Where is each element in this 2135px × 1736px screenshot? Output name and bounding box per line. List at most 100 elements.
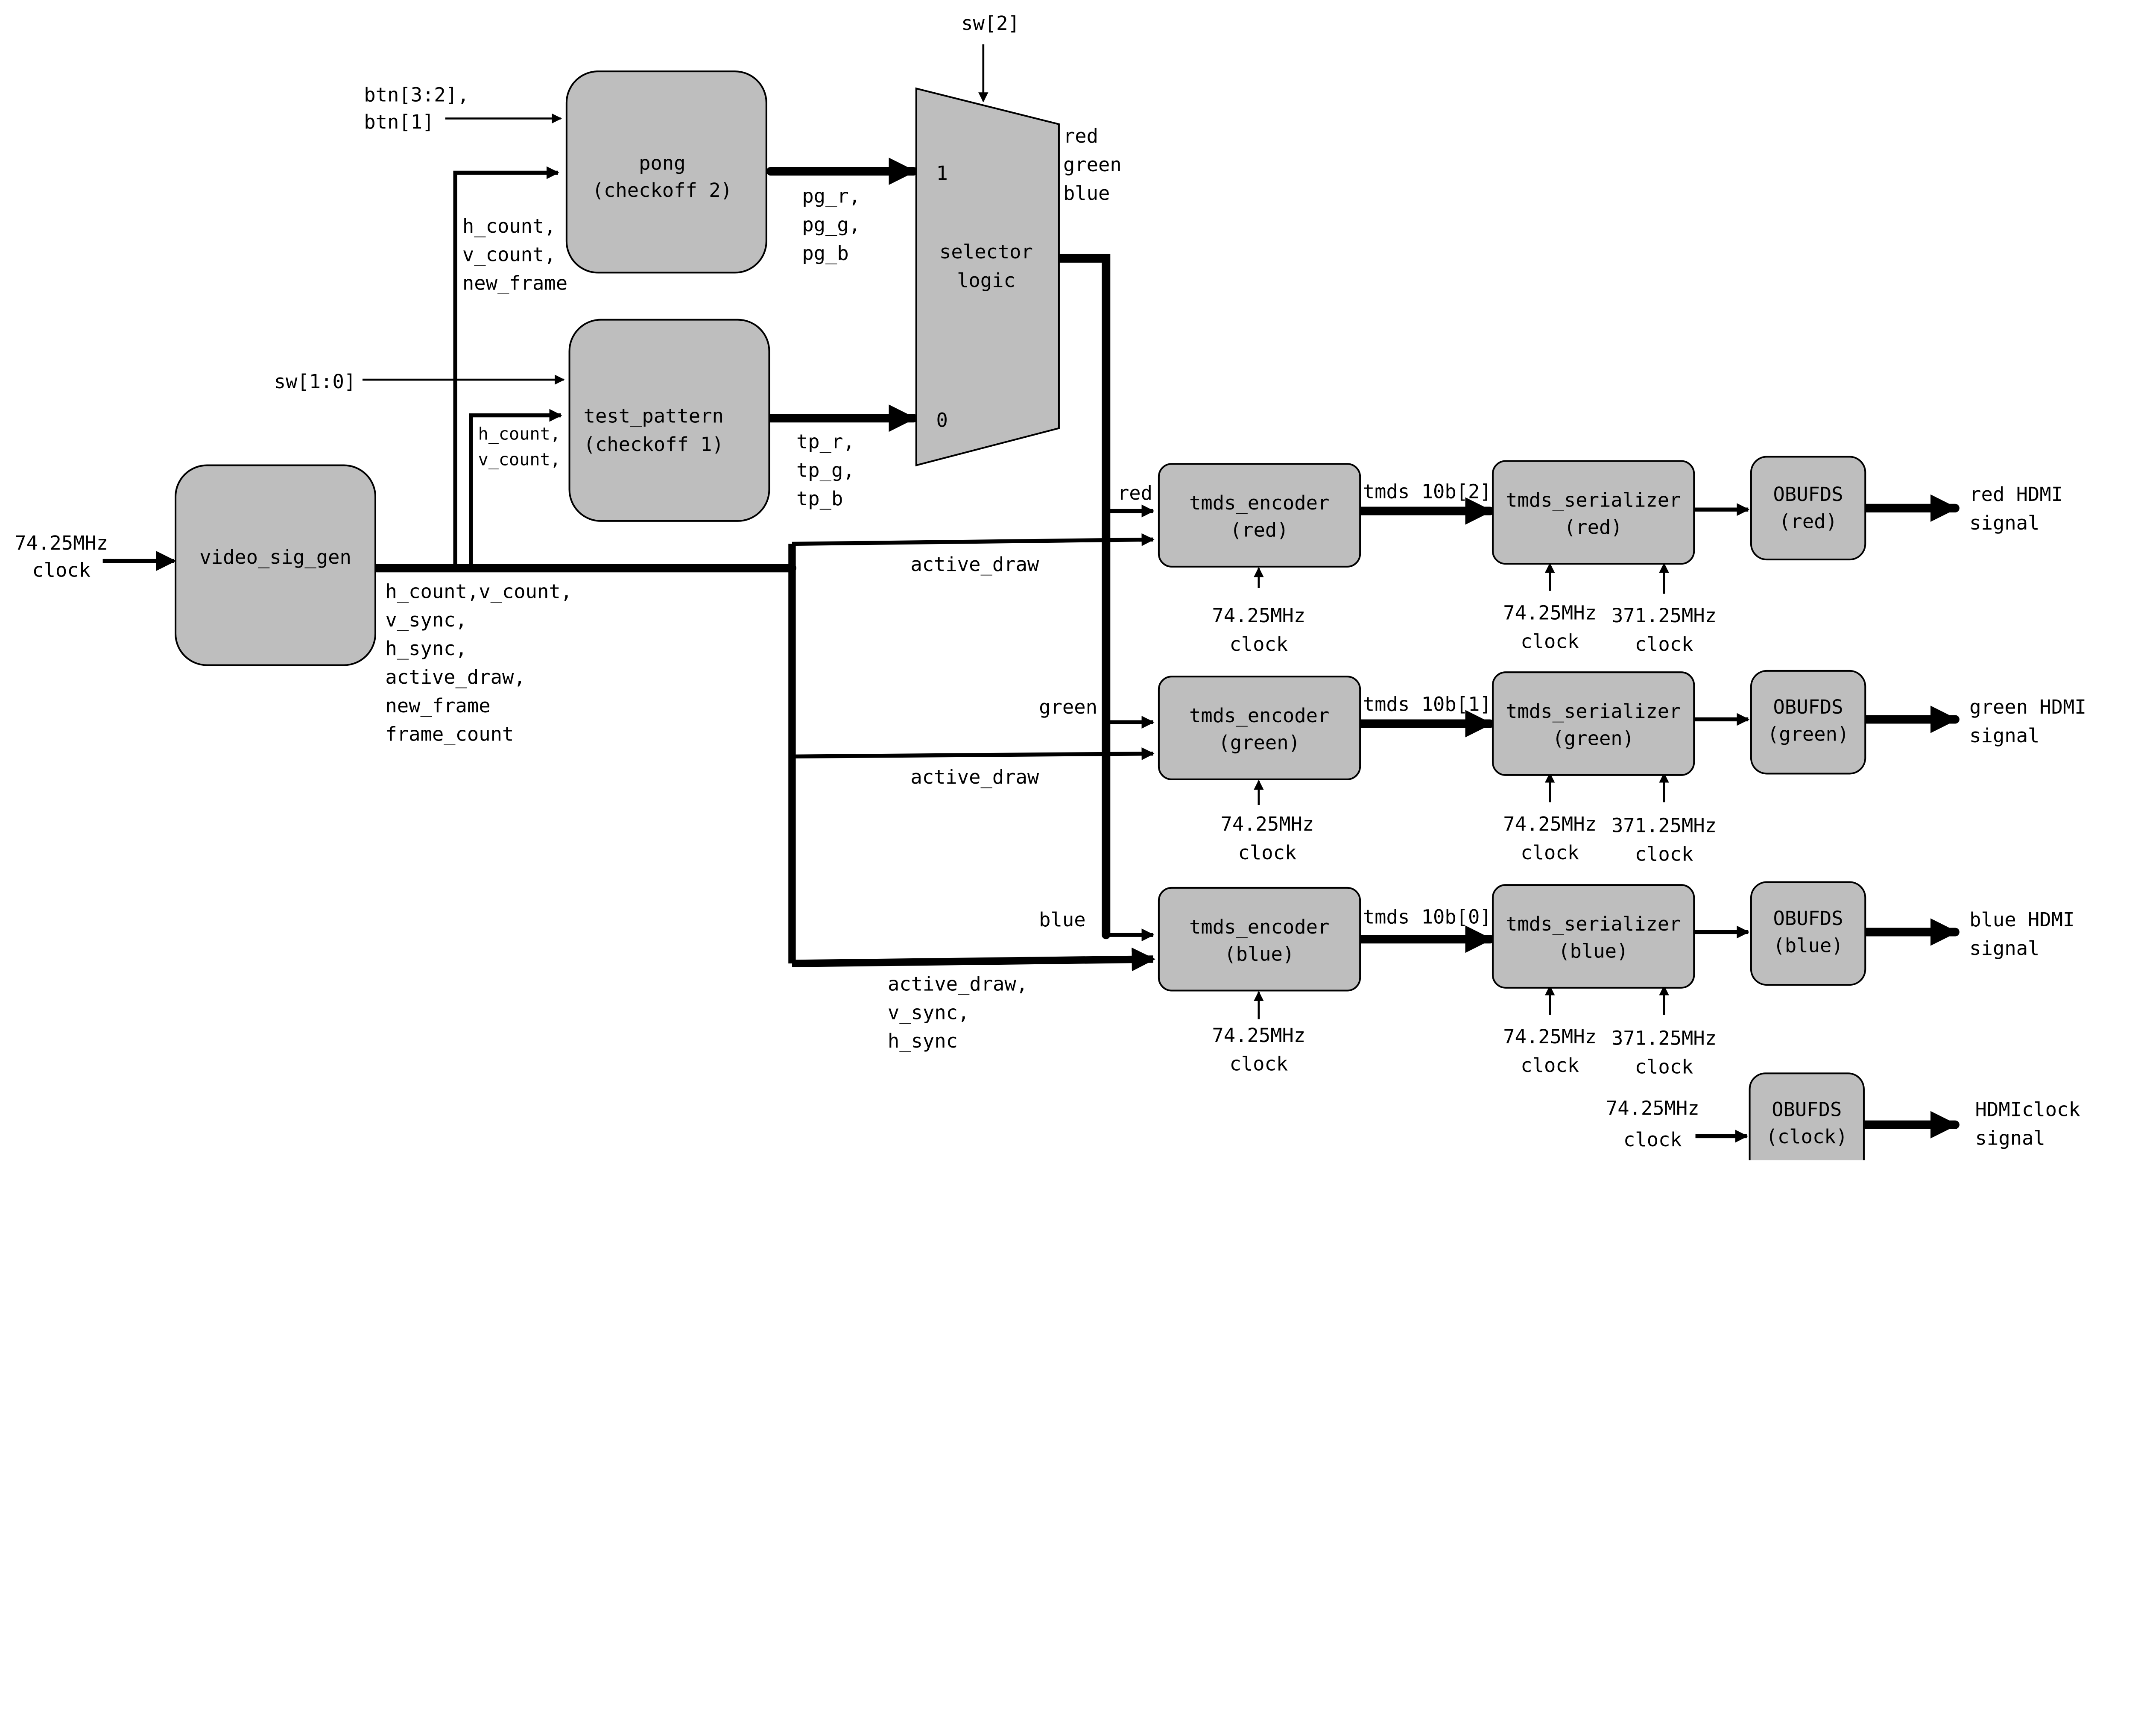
- label-sel-2: logic: [957, 269, 1015, 292]
- sig-sel-out-2: green: [1063, 153, 1122, 176]
- block-ser-green: [1492, 671, 1695, 776]
- sig-pong-in-2: v_count,: [462, 243, 556, 266]
- block-test-pattern: [568, 319, 770, 522]
- block-obuf-clock: [1749, 1072, 1865, 1161]
- sig-vsg-out-2: v_sync,: [385, 609, 467, 631]
- label-obuf-red-2: (red): [1779, 510, 1837, 533]
- sig-tmds0: tmds 10b[0]: [1363, 905, 1492, 928]
- sig-vsg-out-5: new_frame: [385, 694, 490, 717]
- block-enc-blue: [1158, 887, 1361, 992]
- sig-ad-blue-2: v_sync,: [888, 1001, 970, 1024]
- sig-hdmi-green-1: green HDMI: [1969, 696, 2086, 718]
- block-obuf-red: [1750, 456, 1866, 561]
- sig-tp-in-1: h_count,: [478, 424, 561, 444]
- sig-hdmi-red-1: red HDMI: [1969, 483, 2063, 506]
- label-enc-green-2: (green): [1218, 732, 1300, 754]
- label-enc-blue-2: (blue): [1224, 943, 1294, 965]
- sig-vsg-out-4: active_draw,: [385, 666, 525, 688]
- label-sel-in0: 0: [936, 409, 948, 431]
- sig-tp-in-2: v_count,: [478, 450, 561, 470]
- sig-tp-out-3: tp_b: [796, 487, 843, 510]
- sig-pong-in-3: new_frame: [462, 272, 567, 294]
- sig-tp-out-2: tp_g,: [796, 459, 855, 481]
- sig-clk-obuf-2: clock: [1623, 1128, 1682, 1151]
- sig-pg-out-1: pg_r,: [802, 185, 860, 208]
- wire-to-tp: [469, 409, 562, 567]
- sig-clk-enc-green-1: 74.25MHz: [1220, 813, 1314, 835]
- sig-ad-red: active_draw: [910, 553, 1039, 576]
- sig-clk-enc-green-2: clock: [1238, 841, 1297, 864]
- sig-btn-2: btn[1]: [364, 111, 434, 133]
- sig-tmds2: tmds 10b[2]: [1363, 480, 1492, 503]
- label-ser-green-1: tmds_serializer: [1506, 700, 1681, 723]
- label-pong-1: pong: [639, 152, 685, 175]
- sig-ad-blue-1: active_draw,: [888, 973, 1028, 995]
- label-obuf-blue-2: (blue): [1773, 934, 1843, 957]
- sig-clk74-ser-red-2: clock: [1521, 630, 1579, 653]
- sig-clk371-ser-red-2: clock: [1635, 633, 1693, 656]
- block-obuf-blue: [1750, 881, 1866, 986]
- block-enc-green: [1158, 676, 1361, 780]
- sig-clk371-ser-red-1: 371.25MHz: [1611, 604, 1717, 627]
- sig-tmds1: tmds 10b[1]: [1363, 693, 1492, 715]
- label-obuf-clock-1: OBUFDS: [1772, 1098, 1842, 1121]
- block-pong: [565, 70, 767, 274]
- sig-red-in: red: [1117, 482, 1152, 504]
- sig-blue-in: blue: [1039, 908, 1085, 931]
- sig-hdmi-blue-1: blue HDMI: [1969, 908, 2074, 931]
- label-sel-in1: 1: [936, 162, 948, 184]
- label-ser-blue-1: tmds_serializer: [1506, 913, 1681, 935]
- label-ser-red-1: tmds_serializer: [1506, 489, 1681, 511]
- block-diagram: video_sig_gen pong (checkoff 2) test_pat…: [15, 12, 2086, 1161]
- label-enc-green-1: tmds_encoder: [1189, 704, 1329, 727]
- label-ser-green-2: (green): [1553, 727, 1635, 750]
- block-ser-blue: [1492, 884, 1695, 989]
- sig-pg-out-3: pg_b: [802, 242, 848, 264]
- label-enc-blue-1: tmds_encoder: [1189, 916, 1329, 938]
- sig-clk-in-2: clock: [32, 559, 91, 581]
- wire-ad-blue: [792, 947, 1156, 972]
- sig-pg-out-2: pg_g,: [802, 213, 860, 236]
- sig-clk-enc-red-2: clock: [1229, 633, 1288, 656]
- sig-sw10: sw[1:0]: [274, 370, 356, 393]
- sig-pong-in-1: h_count,: [462, 215, 556, 237]
- sig-vsg-out-1: h_count,v_count,: [385, 580, 572, 603]
- sig-clk-obuf-1: 74.25MHz: [1606, 1097, 1699, 1119]
- sig-hdmi-green-2: signal: [1969, 724, 2039, 747]
- bus-sel-out: [1052, 254, 1111, 940]
- sig-green-in: green: [1039, 696, 1097, 718]
- label-enc-red-2: (red): [1230, 519, 1289, 542]
- sig-clk-enc-blue-1: 74.25MHz: [1212, 1024, 1305, 1047]
- sig-sw2: sw[2]: [961, 12, 1020, 35]
- sig-clk74-ser-green-1: 74.25MHz: [1503, 813, 1597, 835]
- sig-clk371-ser-blue-2: clock: [1635, 1055, 1693, 1078]
- label-obuf-clock-2: (clock): [1766, 1125, 1848, 1148]
- sig-clk74-ser-red-1: 74.25MHz: [1503, 602, 1597, 624]
- sig-ad-blue-3: h_sync: [888, 1030, 958, 1052]
- sig-ad-green: active_draw: [910, 766, 1039, 788]
- sig-clk371-ser-blue-1: 371.25MHz: [1611, 1027, 1717, 1050]
- sig-hdmi-blue-2: signal: [1969, 937, 2039, 960]
- sig-sel-out-1: red: [1063, 125, 1098, 147]
- sig-sel-out-3: blue: [1063, 182, 1110, 205]
- sig-vsg-out-3: h_sync,: [385, 637, 467, 660]
- block-selector: [915, 87, 1060, 467]
- sig-clk74-ser-blue-2: clock: [1521, 1054, 1579, 1077]
- block-ser-red: [1492, 460, 1695, 565]
- label-tp-2: (checkoff 1): [584, 433, 724, 456]
- sig-hdmi-clk-1: HDMIclock: [1975, 1098, 2080, 1121]
- sig-clk-in-1: 74.25MHz: [15, 532, 108, 554]
- sig-clk74-ser-green-2: clock: [1521, 841, 1579, 864]
- sig-btn-1: btn[3:2],: [364, 83, 469, 106]
- sig-tp-out-1: tp_r,: [796, 430, 855, 453]
- sig-hdmi-clk-2: signal: [1975, 1127, 2045, 1149]
- block-obuf-green: [1750, 670, 1866, 775]
- wire-to-pong: [453, 166, 559, 567]
- label-ser-blue-2: (blue): [1558, 940, 1628, 963]
- label-pong-2: (checkoff 2): [592, 179, 732, 202]
- sig-clk-enc-red-1: 74.25MHz: [1212, 604, 1305, 627]
- sig-clk74-ser-blue-1: 74.25MHz: [1503, 1025, 1597, 1048]
- label-obuf-red-1: OBUFDS: [1773, 483, 1843, 506]
- sig-clk371-ser-green-1: 371.25MHz: [1611, 814, 1717, 837]
- sig-hdmi-red-2: signal: [1969, 512, 2039, 534]
